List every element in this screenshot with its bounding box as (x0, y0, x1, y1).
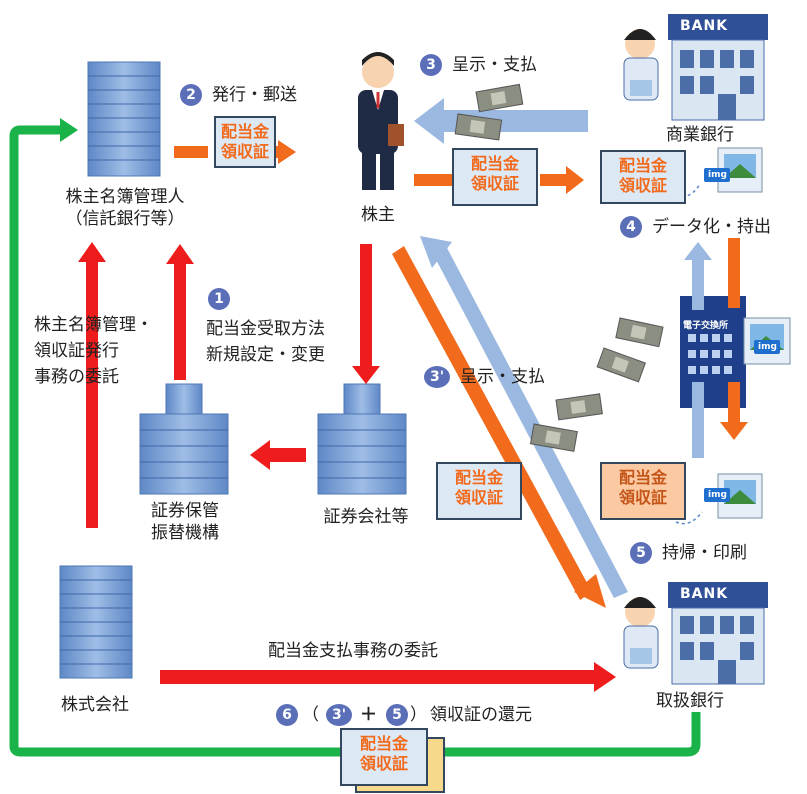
step-2-label: 発行・郵送 (212, 85, 297, 105)
receipt-issued: 配当金領収証 (214, 116, 276, 168)
clearing-house-sign: 電子交換所 (683, 321, 729, 331)
step-5-label: 持帰・印刷 (662, 543, 747, 563)
receipt-direct: 配当金領収証 (436, 462, 522, 520)
receipt-to-commercial-bank: 配当金領収証 (452, 148, 538, 206)
depository-building-icon (139, 383, 229, 495)
step-3p-badge: 3' (424, 366, 450, 388)
receipt-at-commercial-bank: 配当金領収証 (600, 150, 686, 204)
entrust-registrar-label: 株主名簿管理・領収証発行事務の委託 (34, 315, 153, 387)
img-tag-3: img (708, 490, 727, 500)
step-4-badge: 4 (620, 216, 642, 238)
securities-building-icon (317, 383, 407, 495)
bank-sign-handling: BANK (680, 586, 729, 602)
depository-label: 証券保管振替機構 (151, 501, 219, 543)
bank-sign-commercial: BANK (680, 18, 729, 34)
step-6-ref-3p: 3' (326, 704, 352, 726)
entrust-payment-label: 配当金支払事務の委託 (268, 641, 438, 661)
shareholder-label: 株主 (361, 205, 395, 225)
receipt-returned: 配当金領収証 (340, 728, 428, 786)
step-2-badge: 2 (180, 84, 202, 106)
company-label: 株式会社 (61, 695, 129, 715)
handling-bank-label: 取扱銀行 (656, 691, 724, 711)
step-6-label: 領収証の還元 (430, 705, 532, 725)
step-3-label: 呈示・支払 (452, 55, 537, 75)
registrar-label: 株主名簿管理人（信託銀行等） (65, 187, 185, 229)
company-building-icon (59, 565, 133, 679)
cash-icon (454, 83, 664, 452)
img-tag-icon (704, 168, 780, 502)
step-6-badge: 6 (276, 704, 298, 726)
step-1-badge: 1 (208, 288, 230, 310)
step-6-ref-5: 5 (386, 704, 408, 726)
red-arrows (78, 242, 616, 692)
shareholder-person-icon (358, 52, 404, 190)
lightblue-arrows (414, 98, 712, 598)
img-tag-1: img (708, 170, 727, 180)
receipt-printed: 配当金領収証 (600, 462, 686, 520)
step-5-badge: 5 (630, 542, 652, 564)
step-6-close-paren: ） (410, 705, 427, 725)
step-4-label: データ化・持出 (652, 217, 771, 237)
registrar-building-icon (87, 61, 161, 177)
handling-bank-icon (623, 582, 768, 685)
orange-arrows (174, 140, 748, 608)
commercial-bank-label: 商業銀行 (666, 125, 734, 145)
step-3p-label: 呈示・支払 (460, 367, 545, 387)
commercial-bank-icon (623, 14, 768, 121)
return-loop-arrow (9, 118, 701, 757)
step-6-open-paren: （ (302, 705, 319, 725)
img-tag-2: img (758, 342, 777, 352)
step-6-plus: ＋ (360, 705, 377, 725)
securities-company-label: 証券会社等 (323, 507, 409, 527)
step-1-label: 配当金受取方法新規設定・変更 (206, 319, 325, 365)
step-3-badge: 3 (420, 54, 442, 76)
